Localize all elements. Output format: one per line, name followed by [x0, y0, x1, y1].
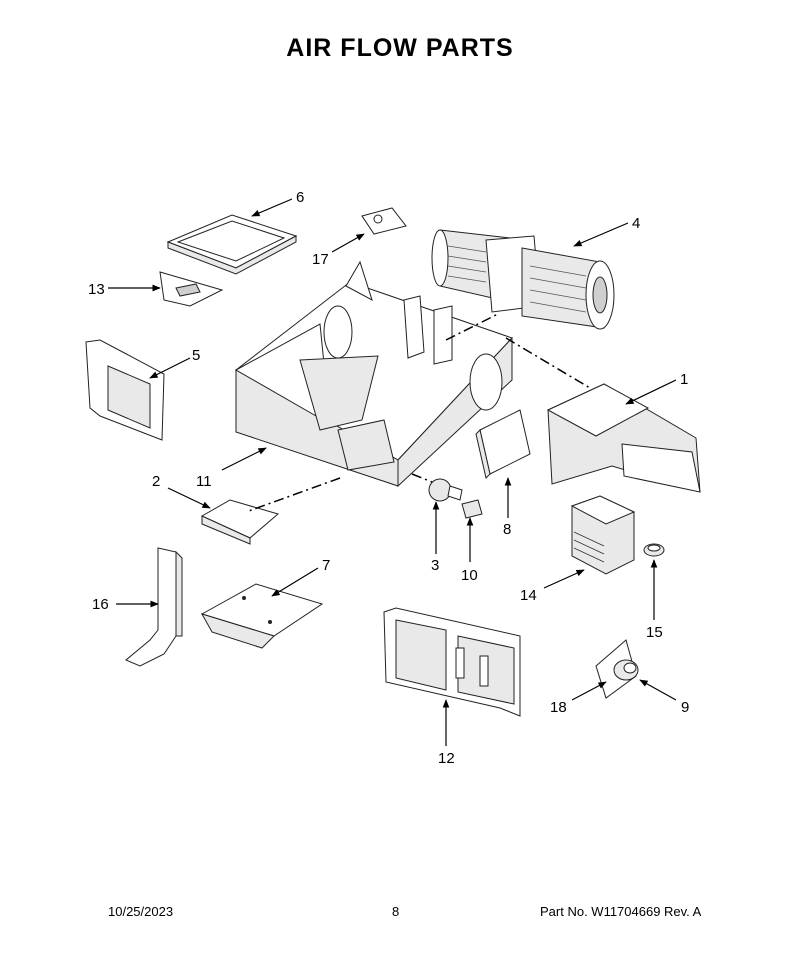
part-10-lamp-socket	[461, 499, 483, 519]
callout-13: 13	[88, 281, 105, 298]
part-6-charcoal-filter	[166, 214, 298, 275]
part-1-air-duct	[546, 383, 701, 493]
callout-2: 2	[152, 473, 160, 490]
footer-date: 10/25/2023	[108, 904, 174, 919]
callout-5: 5	[192, 347, 200, 364]
part-5-side-bracket	[85, 339, 165, 441]
part-4-blower-motor	[431, 229, 615, 330]
part-3-lamp	[428, 478, 463, 502]
callout-7: 7	[322, 557, 330, 574]
part-16-bracket	[125, 547, 183, 667]
callout-6: 6	[296, 189, 304, 206]
part-13-plate	[159, 271, 224, 307]
footer-page-number: 8	[392, 904, 400, 919]
part-17-label-plate	[361, 207, 407, 235]
callout-14: 14	[520, 587, 537, 604]
callout-3: 3	[431, 557, 439, 574]
footer-part-number: Part No. W11704669	[540, 904, 661, 919]
callout-15: 15	[646, 624, 663, 641]
leader-lines	[108, 198, 677, 746]
callout-8: 8	[503, 521, 511, 538]
callout-labels: 6 17 13 4 5 1 11 2 8 3 10 14 15 16 7 12 …	[88, 189, 689, 767]
page-title: AIR FLOW PARTS	[286, 34, 514, 62]
part-12-cover-panel	[383, 607, 521, 717]
callout-17: 17	[312, 251, 329, 268]
part-14-transformer	[570, 495, 636, 575]
callout-9: 9	[681, 699, 689, 716]
part-9-knob	[613, 659, 639, 681]
assembly-lines	[245, 313, 591, 513]
callout-4: 4	[632, 215, 640, 232]
callout-16: 16	[92, 596, 109, 613]
part-2-plate	[200, 499, 280, 545]
part-8-bracket	[475, 409, 531, 479]
part-7-plate	[200, 583, 324, 649]
callout-11: 11	[196, 473, 212, 490]
callout-10: 10	[461, 567, 478, 584]
part-11-air-duct-base	[234, 260, 513, 488]
callout-1: 1	[680, 371, 688, 388]
callout-18: 18	[550, 699, 567, 716]
part-15-thermostat	[643, 543, 665, 557]
callout-12: 12	[438, 750, 455, 767]
footer-revision: Rev. A	[664, 904, 702, 919]
